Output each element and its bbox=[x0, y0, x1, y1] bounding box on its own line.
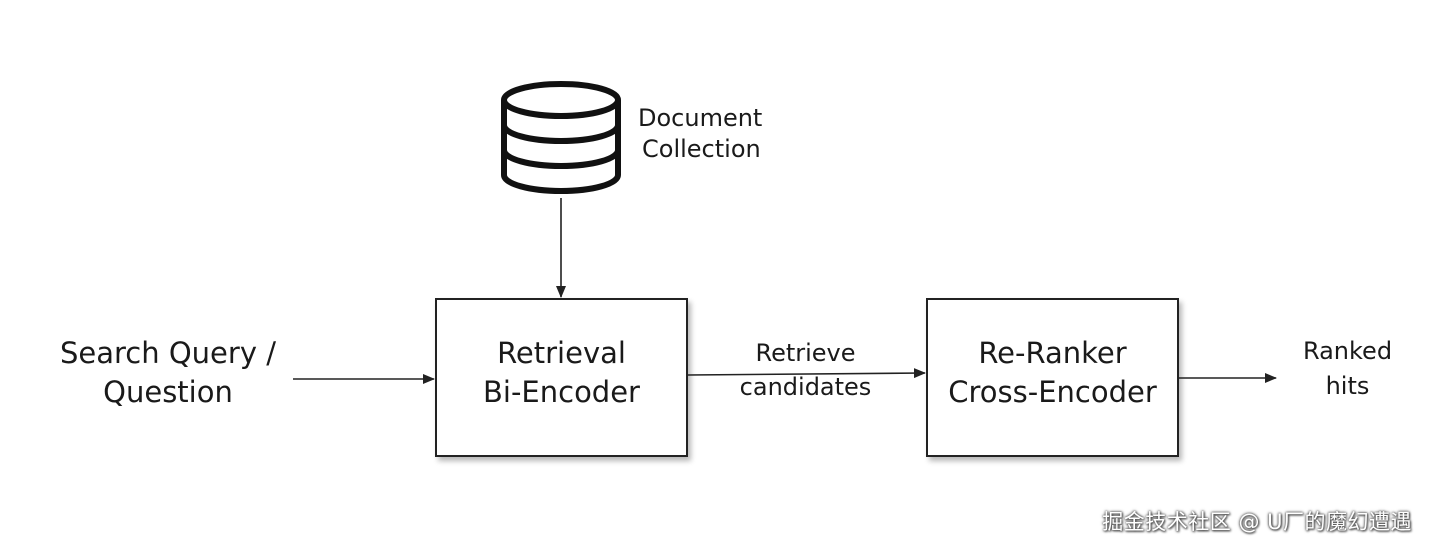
watermark: 掘金技术社区 @ U厂的魔幻遭遇 bbox=[1102, 510, 1412, 534]
ranked-hits-line1: Ranked bbox=[1302, 337, 1393, 365]
reranker-line1: Re-Ranker bbox=[978, 336, 1127, 370]
arrow-retrieval-to-reranker bbox=[687, 368, 926, 379]
reranker-line2: Cross-Encoder bbox=[948, 374, 1157, 409]
query-label: Search Query / Question bbox=[38, 336, 298, 410]
ranked-hits-line2: hits bbox=[1325, 371, 1370, 400]
query-line2: Question bbox=[103, 374, 233, 409]
retrieval-box bbox=[435, 298, 688, 457]
retrieve-candidates-label: Retrieve candidates bbox=[718, 339, 893, 402]
retrieve-line2: candidates bbox=[739, 372, 872, 401]
document-collection-line2: Collection bbox=[642, 134, 761, 163]
document-collection-line1: Document bbox=[638, 104, 763, 132]
ranked-hits-label: Ranked hits bbox=[1290, 337, 1405, 401]
document-collection-label: Document Collection bbox=[638, 104, 762, 164]
database-icon bbox=[501, 81, 621, 194]
retrieve-line1: Retrieve bbox=[755, 339, 856, 367]
retrieval-line2: Bi-Encoder bbox=[483, 374, 640, 409]
reranker-box bbox=[926, 298, 1179, 457]
reranker-label: Re-Ranker Cross-Encoder bbox=[926, 336, 1179, 410]
retrieval-line1: Retrieval bbox=[497, 336, 626, 370]
retrieval-label: Retrieval Bi-Encoder bbox=[435, 336, 688, 410]
query-line1: Search Query / bbox=[60, 336, 276, 370]
